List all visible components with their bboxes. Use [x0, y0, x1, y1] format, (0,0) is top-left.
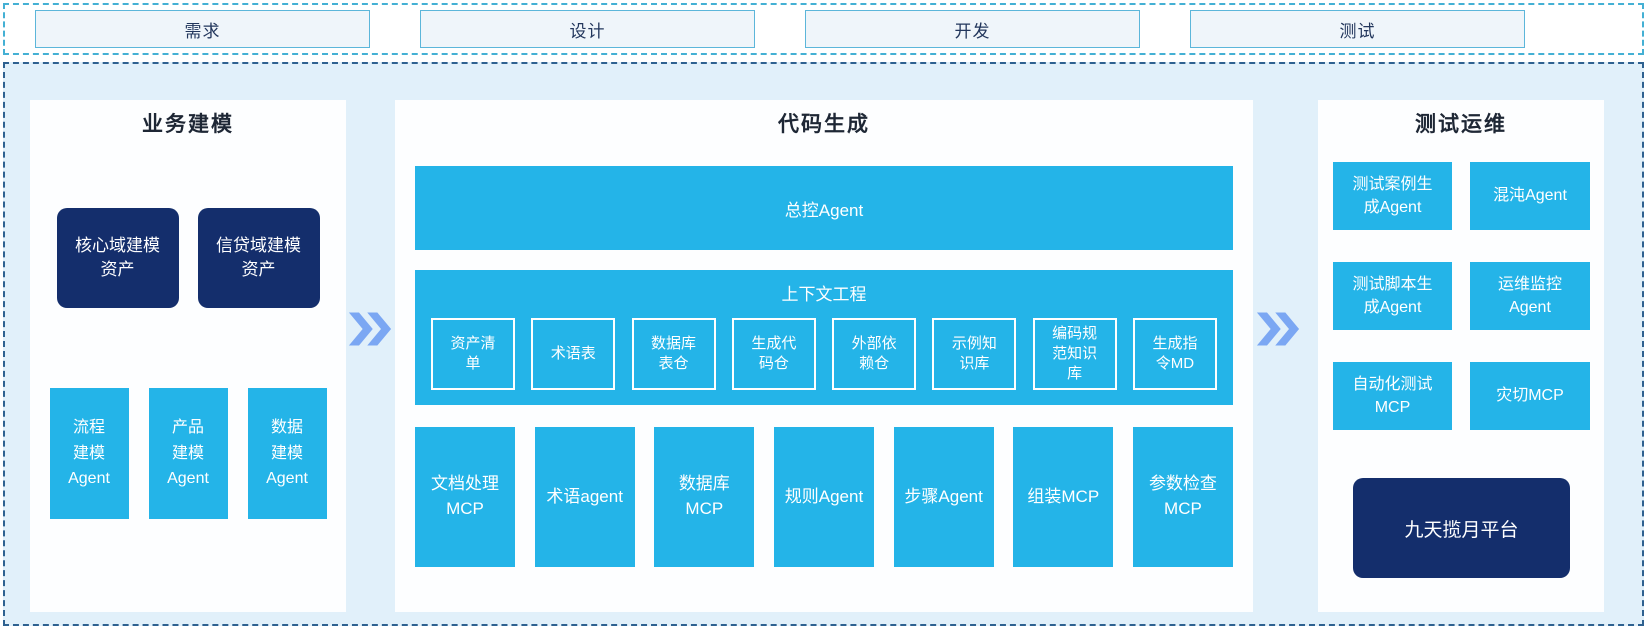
node-product-modeling-agent: 产品 建模 Agent — [148, 388, 228, 519]
node-core-domain-modeling-assets: 核心域建模 资产 — [56, 208, 179, 308]
node-parameter-check-mcp: 参数检查 MCP — [1132, 427, 1233, 567]
node-external-dependency-repo: 外部依 赖仓 — [832, 318, 917, 390]
panel-title-code-generation: 代码生成 — [778, 113, 870, 136]
node-steps-agent: 步骤Agent — [893, 427, 994, 567]
node-terminology-agent: 术语agent — [534, 427, 635, 567]
double-chevron-right-icon — [1256, 310, 1300, 348]
modeling-agent-row: 流程 建模 Agent 产品 建模 Agent 数据 建模 Agent — [30, 388, 346, 519]
phase-requirements: 需求 — [35, 10, 370, 48]
node-test-case-generation-agent: 测试案例生 成Agent — [1333, 162, 1452, 230]
phase-strip: 需求 设计 开发 测试 — [3, 3, 1644, 55]
context-engineering-title: 上下文工程 — [781, 285, 867, 304]
node-generated-code-repo: 生成代 码仓 — [731, 318, 816, 390]
tool-box-row: 文档处理 MCP 术语agent 数据库 MCP 规则Agent 步骤Agent… — [415, 427, 1233, 567]
node-asset-list: 资产清 单 — [431, 318, 515, 390]
panel-title-business-modeling: 业务建模 — [142, 113, 234, 136]
panel-test-ops: 测试运维 测试案例生 成Agent 混沌Agent 测试脚本生 成Agent 运… — [1318, 100, 1604, 612]
double-chevron-right-icon — [348, 310, 392, 348]
phase-development: 开发 — [805, 10, 1140, 48]
context-engineering-items: 资产清 单 术语表 数据库 表仓 生成代 码仓 外部依 赖仓 示例知 识库 编码… — [415, 302, 1233, 390]
test-ops-grid: 测试案例生 成Agent 混沌Agent 测试脚本生 成Agent 运维监控 A… — [1333, 162, 1604, 430]
node-data-modeling-agent: 数据 建模 Agent — [247, 388, 327, 519]
node-jiutian-lanyue-platform: 九天揽月平台 — [1353, 478, 1570, 578]
node-database-mcp: 数据库 MCP — [654, 427, 755, 567]
context-engineering-group: 上下文工程 资产清 单 术语表 数据库 表仓 生成代 码仓 外部依 赖仓 示例知… — [415, 270, 1233, 405]
node-test-script-generation-agent: 测试脚本生 成Agent — [1333, 262, 1452, 330]
phase-design: 设计 — [420, 10, 755, 48]
node-ops-monitoring-agent: 运维监控 Agent — [1470, 262, 1590, 330]
node-disaster-switch-mcp: 灾切MCP — [1470, 362, 1590, 430]
panel-code-generation: 代码生成 总控Agent 上下文工程 资产清 单 术语表 数据库 表仓 生成代 … — [395, 100, 1253, 612]
node-database-table-repo: 数据库 表仓 — [631, 318, 716, 390]
panel-business-modeling: 业务建模 核心域建模 资产 信贷域建模 资产 流程 建模 Agent 产品 建模… — [30, 100, 346, 612]
panel-title-test-ops: 测试运维 — [1415, 113, 1507, 136]
phase-testing: 测试 — [1190, 10, 1525, 48]
node-automated-test-mcp: 自动化测试 MCP — [1333, 362, 1452, 430]
node-coding-standards-knowledge-base: 编码规 范知识 库 — [1032, 318, 1117, 390]
node-assembly-mcp: 组装MCP — [1013, 427, 1114, 567]
node-master-control-agent: 总控Agent — [415, 166, 1233, 250]
node-document-processing-mcp: 文档处理 MCP — [415, 427, 515, 567]
node-credit-domain-modeling-assets: 信贷域建模 资产 — [197, 208, 320, 308]
node-generation-instruction-md: 生成指 令MD — [1132, 318, 1217, 390]
node-process-modeling-agent: 流程 建模 Agent — [49, 388, 129, 519]
node-chaos-agent: 混沌Agent — [1470, 162, 1590, 230]
node-glossary: 术语表 — [531, 318, 616, 390]
main-board: 业务建模 核心域建模 资产 信贷域建模 资产 流程 建模 Agent 产品 建模… — [3, 62, 1644, 626]
node-rules-agent: 规则Agent — [773, 427, 874, 567]
asset-box-row: 核心域建模 资产 信贷域建模 资产 — [30, 208, 346, 308]
node-example-knowledge-base: 示例知 识库 — [932, 318, 1017, 390]
